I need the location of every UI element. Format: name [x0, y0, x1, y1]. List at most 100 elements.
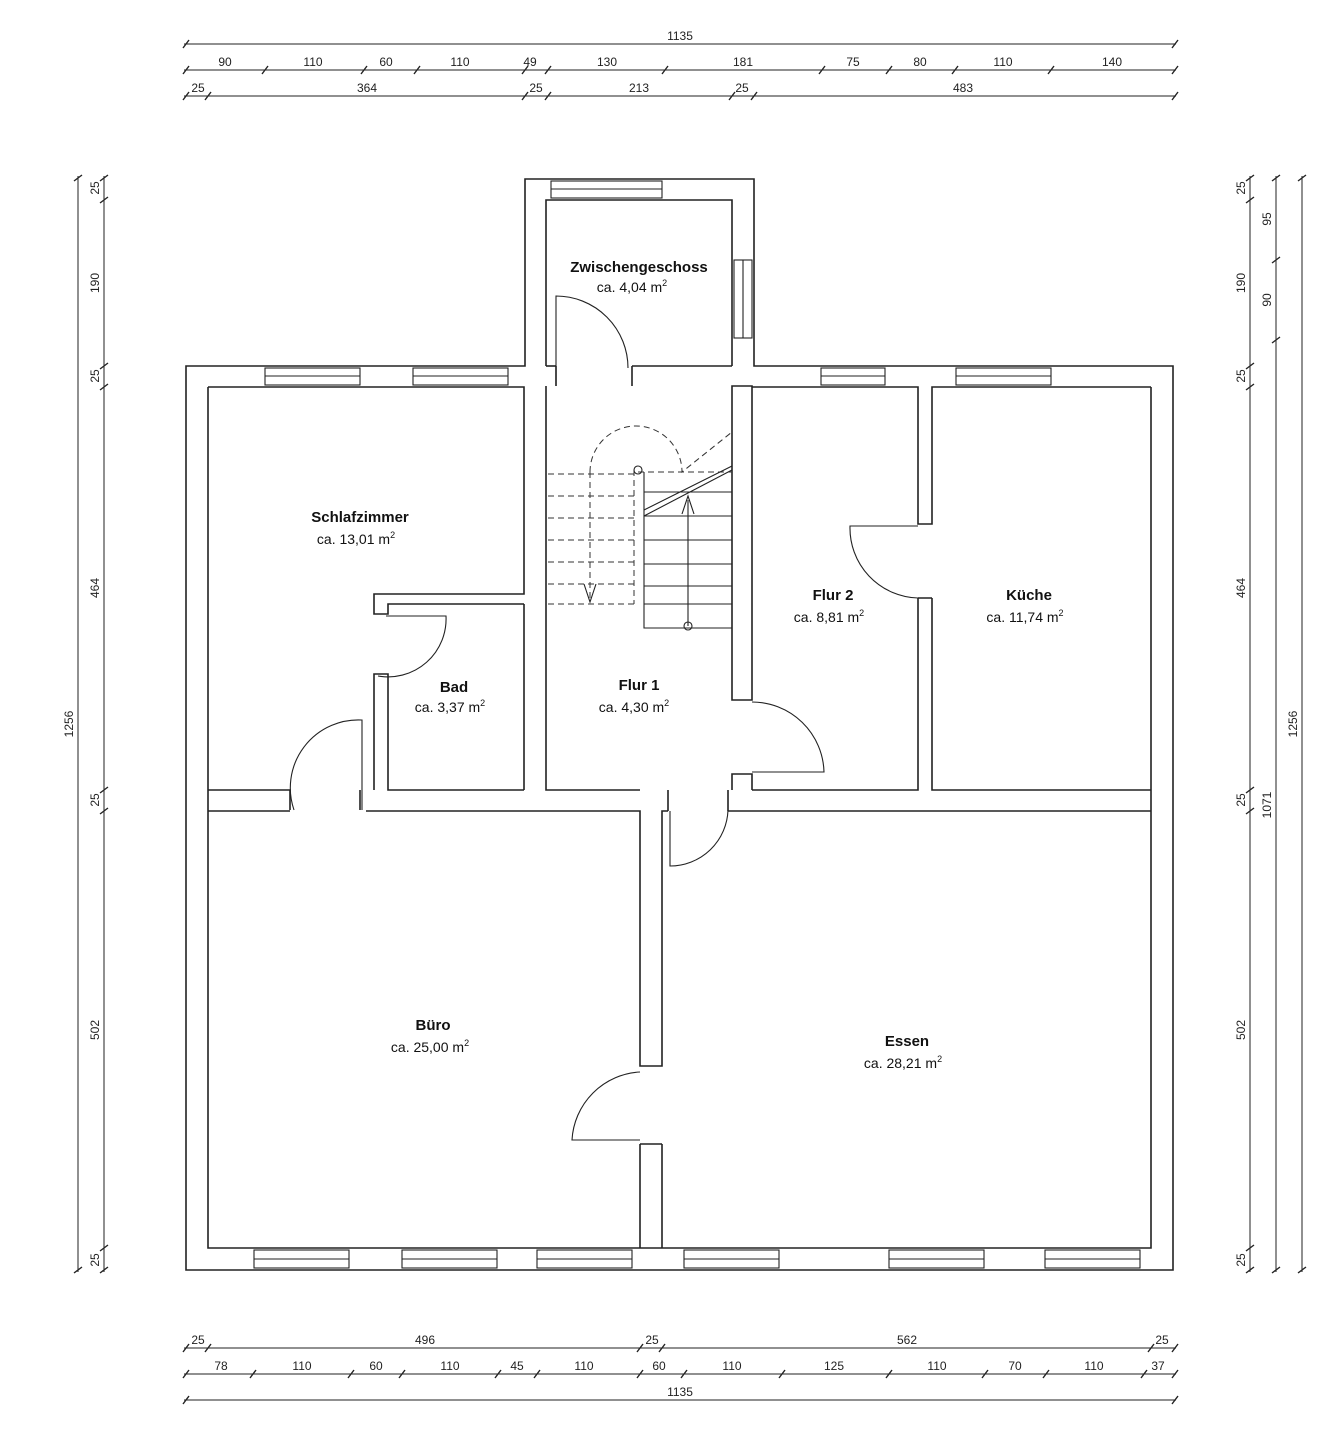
dim-right-inner-5: 25: [1234, 793, 1248, 807]
dim-left-inner-6: 502: [88, 1020, 102, 1040]
flur2-wall: [752, 386, 1151, 525]
stair-steps-down: [548, 473, 634, 605]
dim-left-total: 1256: [62, 710, 76, 737]
room-area-essen: ca. 28,21 m2: [864, 1054, 942, 1071]
walls: [185, 178, 1174, 1271]
dim-tick: [680, 1369, 688, 1379]
dim-tick: [347, 1369, 355, 1379]
dim-bottom-row2-8: 110: [722, 1359, 741, 1373]
dim-tick: [658, 1343, 666, 1353]
dim-bottom-row2-3: 60: [369, 1359, 383, 1373]
doors: [289, 295, 919, 1141]
dim-tick: [778, 1369, 786, 1379]
dim-left-inner-5: 25: [88, 793, 102, 807]
dim-bottom-row2-4: 110: [440, 1359, 459, 1373]
dim-tick: [544, 91, 552, 101]
schlafzimmer-wall: [208, 386, 525, 615]
dim-tick: [360, 65, 368, 75]
dim-tick: [750, 91, 758, 101]
dim-tick: [182, 91, 190, 101]
dim-top-row2-6: 130: [597, 55, 617, 69]
room-name-bad: Bad: [440, 679, 468, 696]
dim-bottom-row2-11: 70: [1008, 1359, 1022, 1373]
kueche-wall: [752, 597, 1151, 791]
dim-bottom-row2-7: 60: [652, 1359, 666, 1373]
dim-tick: [521, 65, 529, 75]
door: [555, 295, 629, 386]
dim-tick: [99, 174, 109, 182]
dim-bottom-row2-6: 110: [574, 1359, 593, 1373]
dim-left-inner-7: 25: [88, 1253, 102, 1267]
dim-tick: [1271, 174, 1281, 182]
dim-tick: [636, 1369, 644, 1379]
dim-top-row2-5: 49: [523, 55, 537, 69]
dim-bottom-row2-10: 110: [927, 1359, 946, 1373]
room-area-kueche: ca. 11,74 m2: [986, 608, 1063, 625]
door: [849, 525, 919, 599]
staircase: [548, 425, 733, 631]
dim-right-mid-3: 1071: [1260, 791, 1274, 818]
dim-tick: [182, 1343, 190, 1353]
dim-right-inner-7: 25: [1234, 1253, 1248, 1267]
dim-tick: [1245, 196, 1255, 204]
dim-tick: [1171, 65, 1179, 75]
stair-start-marker: [683, 621, 693, 631]
dim-tick: [182, 39, 190, 49]
dim-top-row2-11: 140: [1102, 55, 1122, 69]
dim-tick: [544, 65, 552, 75]
dim-bottom-row1-3: 25: [645, 1333, 659, 1347]
dim-tick: [1271, 1266, 1281, 1274]
dim-bottom-row1-1: 25: [191, 1333, 205, 1347]
dim-tick: [261, 65, 269, 75]
buero-essen-wall: [639, 1143, 663, 1248]
dim-tick: [981, 1369, 989, 1379]
dim-tick: [1245, 1266, 1255, 1274]
dim-tick: [1047, 65, 1055, 75]
dim-top-total: 1135: [667, 29, 693, 43]
room-area-zwischengeschoss: ca. 4,04 m2: [597, 278, 667, 295]
dim-bottom-row1-4: 562: [897, 1333, 917, 1347]
dim-bottom-row1-2: 496: [415, 1333, 435, 1347]
dim-bottom-row2-1: 78: [214, 1359, 228, 1373]
dim-top-row2-3: 60: [379, 55, 393, 69]
dim-left-inner-3: 25: [88, 369, 102, 383]
dim-tick: [99, 196, 109, 204]
stair-stringer: [589, 470, 635, 604]
room-name-buero: Büro: [416, 1017, 451, 1034]
dim-right-mid-1: 95: [1260, 212, 1274, 226]
dim-tick: [182, 65, 190, 75]
dim-tick: [1245, 362, 1255, 370]
dim-tick: [99, 786, 109, 794]
dim-top-row2-10: 110: [993, 55, 1012, 69]
dim-tick: [182, 1395, 190, 1405]
dim-tick: [1271, 336, 1281, 344]
door: [377, 615, 447, 678]
room-area-schlafzimmer: ca. 13,01 m2: [317, 530, 395, 547]
dim-bottom-row2-2: 110: [292, 1359, 311, 1373]
dim-tick: [99, 807, 109, 815]
dim-bottom-row2-9: 125: [824, 1359, 844, 1373]
dim-tick: [182, 1369, 190, 1379]
windows: [253, 180, 1141, 1269]
dim-tick: [521, 91, 529, 101]
dim-bottom-row2-13: 37: [1151, 1359, 1165, 1373]
dim-right-mid-2: 90: [1260, 293, 1274, 307]
dim-tick: [1171, 1343, 1179, 1353]
dim-top-row3-4: 213: [629, 81, 649, 95]
dim-bottom-total: 1135: [667, 1385, 693, 1399]
room-area-flur1: ca. 4,30 m2: [599, 698, 669, 715]
door: [289, 719, 363, 811]
dim-tick: [1245, 1244, 1255, 1252]
dim-right-total: 1256: [1286, 710, 1300, 737]
dim-right-inner-2: 190: [1234, 273, 1248, 293]
dim-tick: [728, 91, 736, 101]
dim-left-inner-1: 25: [88, 181, 102, 195]
dim-tick: [1245, 807, 1255, 815]
dim-tick: [1171, 1395, 1179, 1405]
dimension-lines: [73, 39, 1307, 1405]
inner-wall-outline: [207, 387, 1152, 1249]
room-name-kueche: Küche: [1006, 587, 1052, 604]
dim-tick: [204, 91, 212, 101]
dimension-labels: 1135 90 110 60 110 49 130 181 75 80 110 …: [62, 29, 1300, 1399]
